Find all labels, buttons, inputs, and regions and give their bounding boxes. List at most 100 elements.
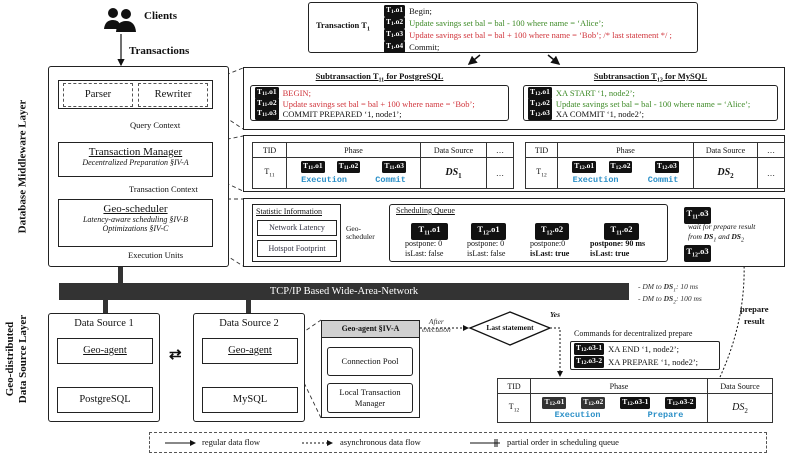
local-transaction-manager-box: Local Transaction Manager: [327, 383, 413, 413]
query-context-label: Query Context: [130, 120, 181, 130]
transaction-t1-box: [308, 2, 698, 53]
queue-node-postpone: postpone:0: [530, 239, 566, 248]
transaction-manager-title: Transaction Manager: [88, 146, 183, 158]
operation-badge: T12.o2: [581, 396, 606, 409]
parser-module: Parser: [63, 83, 133, 107]
after-execution-label: After execution: [422, 318, 451, 334]
badge-sub: 12: [549, 400, 556, 407]
geo-label-2: scheduler: [346, 232, 375, 241]
subtransaction-op-text: XA START ‘1, node2’;: [555, 88, 635, 98]
data-source-cell: DS2: [693, 157, 758, 189]
legend-regular-flow: regular data flow: [202, 437, 261, 447]
table-header-cell: TID: [252, 142, 287, 158]
queue-node: T12.o2: [535, 223, 569, 240]
middleware-layer-label: Database Middleware Layer: [16, 99, 29, 234]
prepare-result-2: result: [743, 316, 765, 326]
table-header-cell: Data Source: [420, 142, 487, 158]
wait-ds1-sub: 1: [713, 237, 717, 244]
subtransaction-title: Subtransaction T11 for PostgreSQL: [315, 71, 444, 84]
geo-agent-detail-title: Geo-agent §IV-A: [322, 321, 419, 338]
geo-scheduler-line1: Latency-aware scheduling §IV-B: [82, 215, 188, 224]
phase-label: Execution: [301, 175, 348, 185]
badge-sub: 12: [615, 165, 622, 171]
data-source-cell: DS1: [420, 157, 487, 189]
phase-label: Commit: [375, 175, 406, 185]
queue-final-node: T11.o3: [684, 207, 711, 224]
badge-sub: 12: [588, 400, 594, 407]
subtransaction-sub: 11: [378, 77, 385, 84]
operation-badge: T1.o2: [384, 17, 406, 29]
wait-text-line1: wait for prepare result: [688, 222, 756, 231]
table-header-cell: Phase: [530, 378, 708, 394]
operation-badge: T1.o1: [384, 5, 406, 17]
wait-from: from: [688, 232, 704, 241]
operation-badge: T12.o3-2: [665, 396, 696, 409]
wait-and: and: [716, 232, 732, 241]
ds-layer-label-1: Geo-distributed: [4, 321, 16, 397]
operation-badge: T12.o3: [654, 161, 679, 173]
network-latency-item: Network Latency: [257, 220, 337, 236]
t1-op-text: Begin;: [409, 6, 432, 16]
subtransaction-title: Subtransaction T12 for MySQL: [593, 71, 708, 84]
transaction-manager-subtitle: Decentralized Preparation §IV-A: [82, 158, 189, 167]
connection-pool-box: Connection Pool: [327, 347, 413, 376]
badge-sub: 1: [391, 21, 394, 27]
badge-sub: 12: [627, 400, 633, 407]
subtransaction-op-text: Update savings set bal = bal - 100 where…: [555, 98, 751, 109]
badge-sub: 11: [343, 165, 349, 171]
wait-text-line2: from DS1 and DS2: [688, 232, 755, 246]
operation-badge: T1.o3: [384, 29, 406, 41]
data-source-title: Data Source 2: [219, 318, 279, 329]
t1-op-text: Update savings set bal = bal - 100 where…: [409, 18, 604, 28]
parser-rewriter-box: [58, 80, 213, 109]
subtransaction-box: [250, 85, 509, 121]
phase-label: Prepare: [647, 409, 684, 420]
geo-scheduler-box: Geo-scheduler Latency-aware scheduling §…: [58, 199, 213, 247]
database-box: PostgreSQL: [57, 387, 153, 413]
badge-sub: 1: [391, 33, 394, 39]
badge-sub: 11: [262, 112, 268, 118]
operation-badge: T12.o3: [528, 108, 552, 120]
statistic-info-title: Statistic Information: [256, 207, 322, 216]
queue-node: T11.o2: [604, 223, 639, 240]
command-text: XA PREPARE ‘1, node2’;: [608, 357, 699, 367]
badge-sub: 11: [262, 101, 268, 108]
table-header-cell: TID: [497, 378, 531, 394]
transaction-t1-label: Transaction T1: [316, 20, 370, 33]
prepare-result-1: prepare: [740, 304, 769, 314]
execution-units-label: Execution Units: [128, 250, 184, 260]
table-header-cell: Data Source: [693, 142, 758, 158]
swap-arrows-icon: ⇄: [169, 347, 182, 363]
t1-op-text: Commit;: [409, 42, 440, 52]
subtransaction-op-text: XA COMMIT ‘1, node2’;: [555, 109, 645, 119]
table-header-cell: Data Source: [707, 378, 773, 394]
legend-box: [149, 432, 767, 453]
more-cell: …: [486, 157, 514, 189]
yes-label: Yes: [550, 310, 560, 319]
data-source-cell: DS2: [707, 393, 773, 423]
table-header-cell: …: [486, 142, 514, 158]
commands-title: Commands for decentralized prepare: [574, 329, 693, 338]
wait-ds2: DS: [731, 232, 741, 241]
t1-op-text: Update savings set bal = bal + 100 where…: [409, 30, 672, 40]
phase-label: Commit: [647, 175, 679, 185]
badge-sub: 1: [391, 45, 394, 51]
operation-badge: T12.o2: [608, 161, 633, 173]
transactions-label: Transactions: [129, 45, 190, 57]
geo-agent-box: Geo-agent: [202, 338, 298, 364]
operation-badge: T12.o1: [542, 396, 567, 409]
operation-badge: T12.o3-1: [620, 396, 651, 409]
database-box: MySQL: [202, 387, 298, 413]
